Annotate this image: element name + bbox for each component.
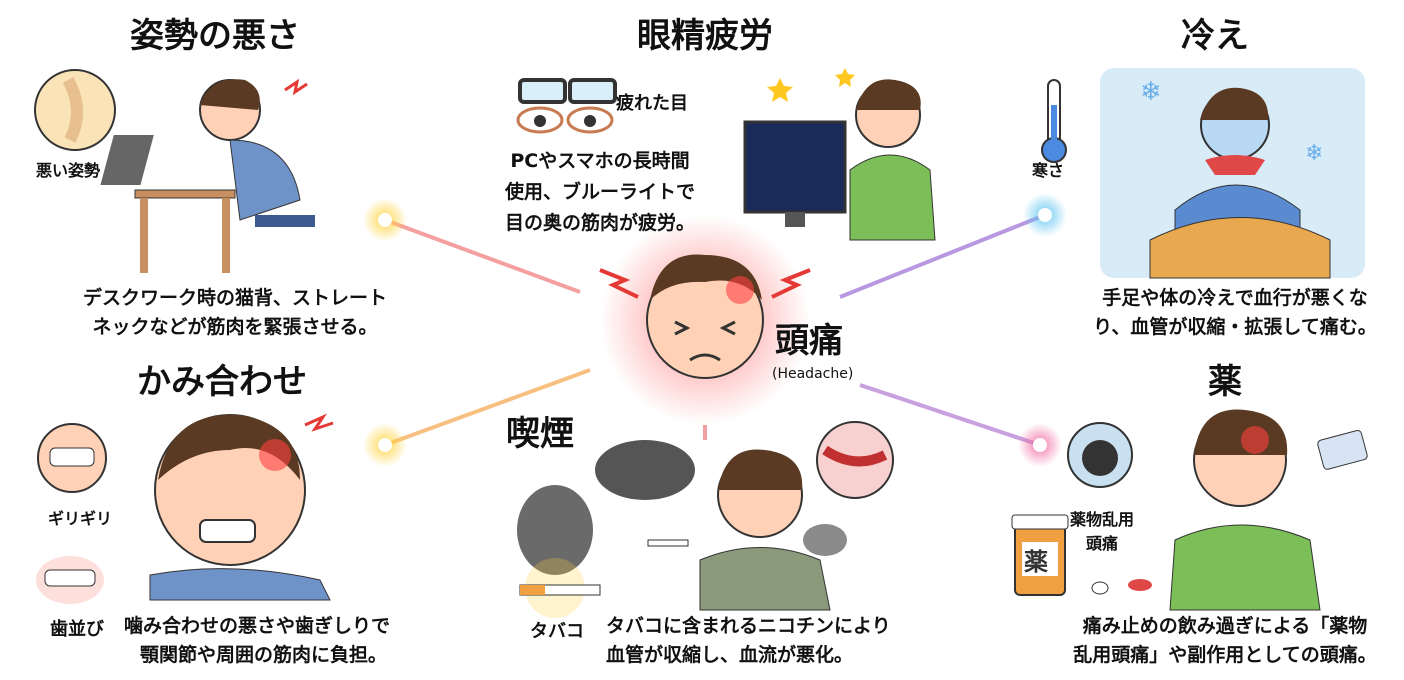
medicine-bottle-label: 薬 bbox=[1024, 548, 1048, 576]
desc-line: 手足や体の冷えで血行が悪くな bbox=[1102, 287, 1368, 309]
star-icon bbox=[767, 78, 793, 102]
posture-illustration bbox=[34, 69, 315, 273]
label-line: 薬物乱用 bbox=[1069, 510, 1135, 529]
clenched-teeth-icon bbox=[37, 423, 107, 493]
snowflake-icon: ❄ bbox=[1305, 141, 1323, 166]
star-icon bbox=[835, 68, 855, 87]
desc-line: デスクワーク時の猫背、ストレート bbox=[82, 287, 388, 309]
smoking-desc: タバコに含まれるニコチンにより血管が収縮し、血流が悪化。 bbox=[606, 612, 891, 670]
bite-title: かみ合わせ bbox=[137, 362, 307, 402]
smoking-label: タバコ bbox=[530, 621, 584, 642]
pain-lightning-icon bbox=[771, 268, 811, 299]
medicine-illustration bbox=[1011, 409, 1368, 611]
blood-vessel-icon bbox=[816, 421, 894, 499]
pill-pack-icon bbox=[1317, 429, 1368, 470]
pill-icon bbox=[1091, 581, 1109, 595]
line-medicine bbox=[859, 383, 1062, 467]
smoking-illustration bbox=[517, 421, 894, 618]
eyestrain-desc: PCやスマホの長時間使用、ブルーライトで目の奥の筋肉が疲労。 bbox=[505, 146, 695, 239]
bite-desc: 噛み合わせの悪さや歯ぎしりで顎関節や周囲の筋肉に負担。 bbox=[124, 612, 390, 670]
label-line: 頭痛 bbox=[1085, 534, 1119, 553]
desc-line: タバコに含まれるニコチンにより bbox=[606, 615, 891, 637]
desc-line: 顎関節や周囲の筋肉に負担。 bbox=[140, 644, 388, 666]
pill-bottle-icon bbox=[1011, 514, 1069, 596]
medicine-label: 薬物乱用頭痛 bbox=[1070, 508, 1134, 556]
cigarette-icon bbox=[519, 558, 601, 618]
line-cold bbox=[839, 193, 1067, 299]
desc-line: 目の奥の筋肉が疲労。 bbox=[504, 212, 696, 234]
cold-label: 寒さ bbox=[1032, 161, 1065, 180]
monitor-icon bbox=[743, 120, 847, 214]
brain-icon bbox=[1067, 422, 1133, 488]
posture-desc: デスクワーク時の猫背、ストレートネックなどが筋肉を緊張させる。 bbox=[83, 284, 387, 342]
cold-illustration: ❄ ❄ bbox=[1041, 68, 1365, 279]
cold-desc: 手足や体の冷えで血行が悪くなり、血管が収縮・拡張して痛む。 bbox=[1093, 284, 1377, 342]
eyestrain-illustration bbox=[516, 68, 936, 241]
desc-line: 痛み止めの飲み過ぎによる「薬物 bbox=[1082, 615, 1368, 637]
medicine-desc: 痛み止めの飲み過ぎによる「薬物乱用頭痛」や副作用としての頭痛。 bbox=[1073, 612, 1376, 670]
line-bite bbox=[363, 368, 591, 467]
posture-label: 悪い姿勢 bbox=[36, 161, 101, 180]
bite-illustration bbox=[36, 413, 334, 604]
center-title: 頭痛 bbox=[775, 321, 843, 361]
pain-lightning-icon bbox=[599, 268, 639, 299]
desc-line: ネックなどが筋肉を緊張させる。 bbox=[92, 316, 378, 338]
thermometer-icon bbox=[1041, 79, 1067, 163]
cold-title: 冷え bbox=[1181, 16, 1249, 56]
posture-title: 姿勢の悪さ bbox=[130, 16, 300, 56]
center-subtitle: (Headache) bbox=[772, 366, 854, 382]
desc-line: PCやスマホの長時間 bbox=[510, 150, 690, 172]
tired-eyes-icon bbox=[516, 106, 614, 134]
desc-line: 血管が収縮し、血流が悪化。 bbox=[606, 644, 854, 666]
smoke-icon bbox=[517, 485, 593, 575]
glasses-icon bbox=[518, 78, 617, 104]
desc-line: 使用、ブルーライトで bbox=[504, 181, 696, 203]
desc-line: り、血管が収縮・拡張して痛む。 bbox=[1093, 316, 1377, 338]
eyestrain-title: 眼精疲労 bbox=[637, 16, 773, 56]
bite-label-teeth: 歯並び bbox=[50, 619, 104, 640]
desc-line: 噛み合わせの悪さや歯ぎしりで bbox=[124, 615, 391, 637]
desc-line: 乱用頭痛」や副作用としての頭痛。 bbox=[1073, 644, 1377, 666]
bite-label-grinding: ギリギリ bbox=[48, 509, 113, 528]
teeth-alignment-icon bbox=[36, 556, 104, 604]
pill-icon bbox=[1128, 579, 1152, 591]
medicine-title: 薬 bbox=[1208, 362, 1242, 402]
line-posture bbox=[363, 198, 581, 294]
headache-face-illustration bbox=[599, 215, 811, 425]
smoking-title: 喫煙 bbox=[506, 414, 574, 454]
snowflake-icon: ❄ bbox=[1140, 77, 1162, 107]
eyestrain-label: 疲れた目 bbox=[616, 93, 688, 114]
smoke-icon bbox=[595, 440, 695, 500]
